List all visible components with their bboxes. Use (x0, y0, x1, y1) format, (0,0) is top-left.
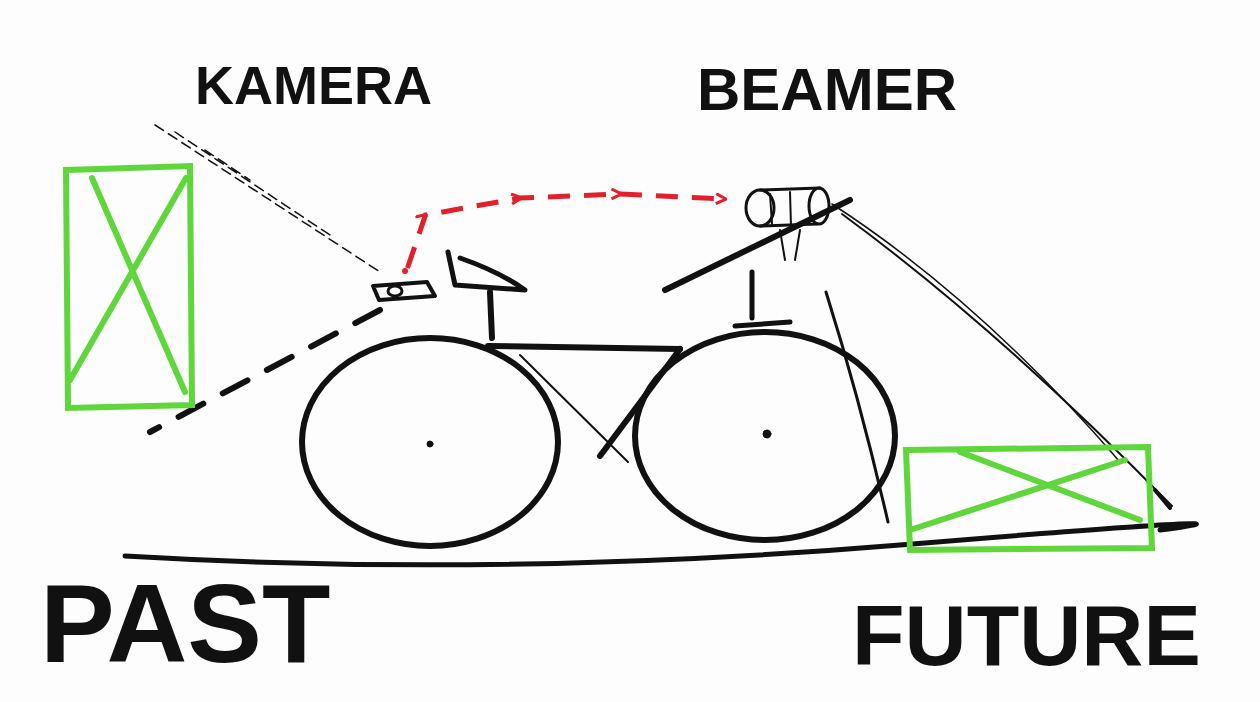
ground-line (125, 524, 1196, 565)
camera-sight-line (150, 310, 380, 432)
projection-ray (832, 204, 1120, 462)
projection-tick (1155, 490, 1170, 508)
beamer-outline (725, 180, 855, 275)
saddle (448, 252, 525, 290)
rear-wheel (302, 338, 558, 546)
stem (735, 272, 790, 326)
future-frame (906, 447, 1152, 550)
seat-post (490, 292, 492, 338)
timeline-label: FUTURE (852, 592, 1201, 678)
timeline-label: PAST (40, 568, 330, 680)
camera-device: KAMERA (365, 268, 450, 308)
front-hub (763, 430, 771, 438)
chain-stay (520, 355, 628, 462)
down-tube (600, 349, 680, 456)
camera-outline (365, 268, 450, 308)
beamer-device: BEAMER (725, 180, 855, 275)
signal-arrow (408, 194, 726, 268)
device-label: KAMERA (195, 58, 432, 112)
handlebar (665, 200, 850, 290)
fork (826, 292, 888, 522)
top-tube (488, 346, 680, 349)
front-wheel (635, 332, 895, 540)
past-frame (66, 166, 192, 408)
rear-hub (427, 441, 433, 447)
device-label: BEAMER (697, 60, 957, 120)
